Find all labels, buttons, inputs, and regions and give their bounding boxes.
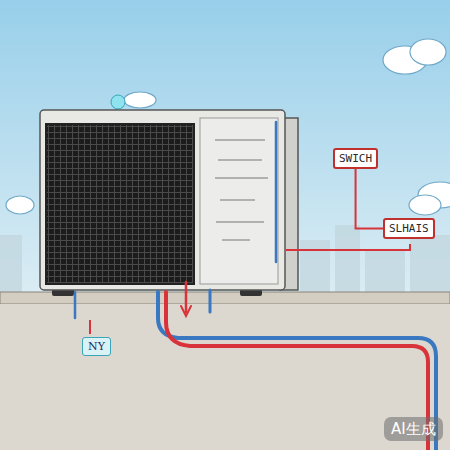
signal-wire: [90, 244, 410, 334]
node-text: SWICH: [339, 152, 372, 165]
sky: [0, 0, 450, 300]
roof-wall: [0, 304, 450, 450]
node-text: NY: [88, 340, 105, 353]
connector-wire: [356, 169, 383, 229]
refrigerant-pipes: [75, 122, 436, 450]
wire-tag: NY: [82, 337, 111, 356]
label-sign: SLHAIS: [383, 218, 435, 239]
label-text: AI生成: [391, 420, 436, 438]
node-text: SLHAIS: [389, 222, 429, 235]
decor-dot: [111, 95, 125, 109]
watermark: AI生成: [384, 417, 443, 441]
switch-sign: SWICH: [333, 148, 378, 169]
ac-outdoor-unit: [40, 110, 298, 296]
